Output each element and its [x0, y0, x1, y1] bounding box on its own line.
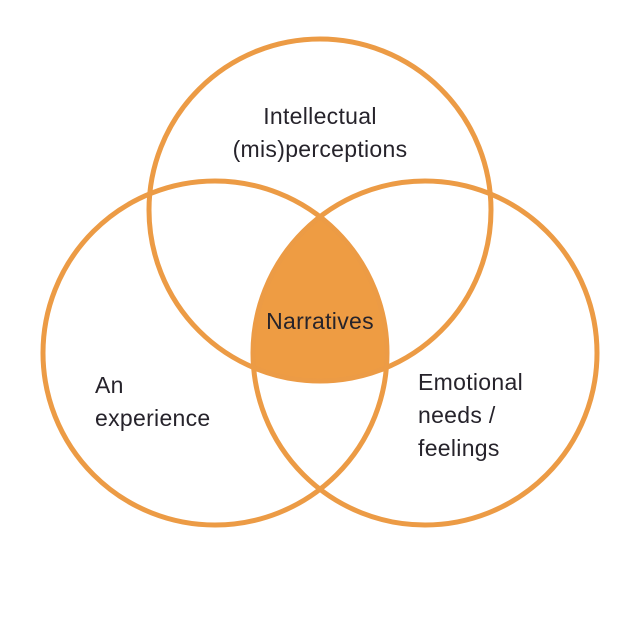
label-line: Intellectual: [263, 103, 377, 129]
label-line: needs /: [418, 402, 496, 428]
label-emotional: Emotional needs / feelings: [418, 366, 523, 465]
label-experience: An experience: [95, 369, 211, 435]
label-line: feelings: [418, 435, 500, 461]
label-line: An: [95, 372, 124, 398]
label-narratives: Narratives: [266, 308, 374, 334]
label-intellectual: Intellectual (mis)perceptions: [233, 100, 408, 166]
circle-experience-outline: [40, 178, 390, 528]
circle-intellectual-outline: [146, 36, 494, 384]
label-line: Emotional: [418, 369, 523, 395]
label-line: (mis)perceptions: [232, 136, 408, 162]
circle-emotional-outline: [250, 178, 600, 528]
label-line: experience: [95, 405, 211, 431]
